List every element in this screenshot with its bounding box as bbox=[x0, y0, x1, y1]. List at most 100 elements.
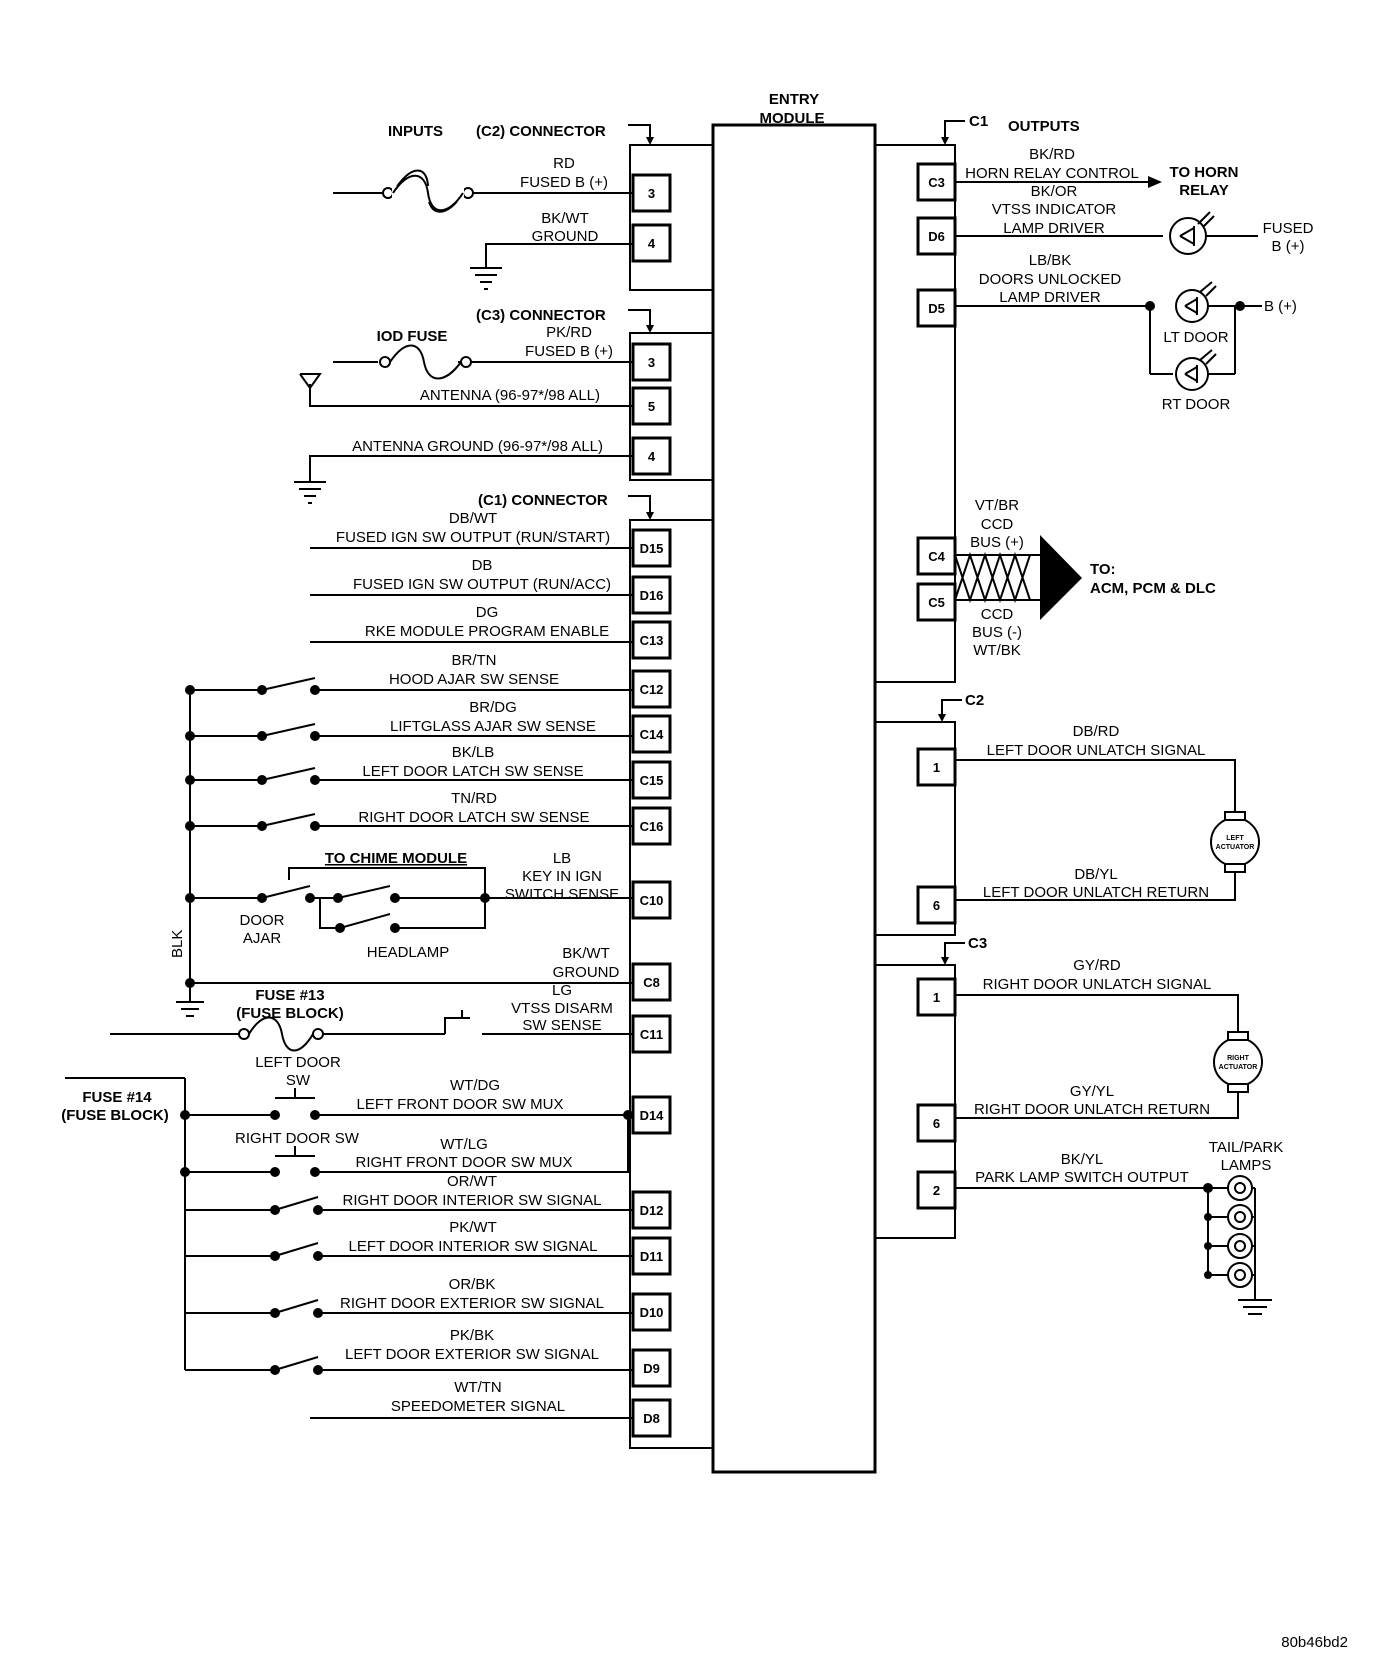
svg-text:BR/DG: BR/DG bbox=[469, 699, 517, 716]
pin-label: D16 bbox=[640, 588, 664, 603]
c1-connector-arrow bbox=[628, 495, 651, 516]
svg-text:WT/DG: WT/DG bbox=[450, 1077, 500, 1094]
svg-text:RKE MODULE PROGRAM ENABLE: RKE MODULE PROGRAM ENABLE bbox=[365, 623, 609, 640]
connector-pin bbox=[631, 962, 672, 1002]
lamp-filament-icon bbox=[1234, 1182, 1246, 1194]
right-labels: BK/RD HORN RELAY CONTROL TO HORN RELAY B… bbox=[965, 146, 1313, 1186]
svg-text:WT/LG: WT/LG bbox=[440, 1136, 488, 1153]
svg-text:RIGHT FRONT DOOR SW MUX: RIGHT FRONT DOOR SW MUX bbox=[356, 1154, 573, 1171]
connector-pin bbox=[631, 880, 672, 920]
figure-id: 80b46bd2 bbox=[1281, 1634, 1348, 1651]
svg-text:LEFT DOOR EXTERIOR SW SIGNAL: LEFT DOOR EXTERIOR SW SIGNAL bbox=[345, 1346, 599, 1363]
right-wires bbox=[954, 176, 1272, 1315]
svg-text:AJAR: AJAR bbox=[243, 930, 282, 947]
svg-text:BK/RD: BK/RD bbox=[1029, 146, 1075, 163]
svg-text:TN/RD: TN/RD bbox=[451, 790, 497, 807]
connector-pin bbox=[631, 575, 672, 615]
lamp-filament-icon bbox=[1234, 1211, 1246, 1223]
svg-text:KEY IN IGN: KEY IN IGN bbox=[522, 868, 602, 885]
svg-text:PK/WT: PK/WT bbox=[449, 1219, 497, 1236]
pin-label: D6 bbox=[928, 229, 945, 244]
inputs-heading: INPUTS bbox=[388, 123, 443, 140]
pin-label: C12 bbox=[640, 682, 664, 697]
svg-text:DB/RD: DB/RD bbox=[1073, 723, 1120, 740]
pin-label: C14 bbox=[640, 727, 665, 742]
svg-text:WT/BK: WT/BK bbox=[973, 642, 1021, 659]
pin-label: D14 bbox=[640, 1108, 665, 1123]
svg-text:SWITCH SENSE: SWITCH SENSE bbox=[505, 886, 619, 903]
svg-text:LEFT DOOR UNLATCH RETURN: LEFT DOOR UNLATCH RETURN bbox=[983, 884, 1209, 901]
pin-label: D8 bbox=[643, 1411, 660, 1426]
pin-label: C16 bbox=[640, 819, 664, 834]
connector-pin bbox=[916, 1103, 957, 1143]
svg-text:SW: SW bbox=[286, 1072, 311, 1089]
c2-output-label: C2 bbox=[965, 692, 984, 709]
svg-text:B (+): B (+) bbox=[1272, 238, 1305, 255]
svg-text:BUS (+): BUS (+) bbox=[970, 534, 1024, 551]
svg-text:SPEEDOMETER SIGNAL: SPEEDOMETER SIGNAL bbox=[391, 1398, 565, 1415]
svg-text:(FUSE BLOCK): (FUSE BLOCK) bbox=[61, 1107, 169, 1124]
pin-label: C3 bbox=[928, 175, 945, 190]
connector-pin bbox=[631, 620, 672, 660]
svg-text:ACM, PCM & DLC: ACM, PCM & DLC bbox=[1090, 580, 1216, 597]
svg-text:HOOD AJAR SW SENSE: HOOD AJAR SW SENSE bbox=[389, 671, 559, 688]
pin-label: 1 bbox=[933, 990, 940, 1005]
svg-text:TO:: TO: bbox=[1090, 561, 1116, 578]
svg-text:BK/WT: BK/WT bbox=[562, 945, 610, 962]
outputs-heading: OUTPUTS bbox=[1008, 118, 1080, 135]
svg-text:ACTUATOR: ACTUATOR bbox=[1216, 844, 1255, 851]
arrow-icon bbox=[941, 137, 949, 145]
svg-text:DG: DG bbox=[476, 604, 499, 621]
c2-output-arrow bbox=[941, 699, 962, 718]
svg-text:TAIL/PARK: TAIL/PARK bbox=[1209, 1139, 1283, 1156]
c2-connector-label: (C2) CONNECTOR bbox=[476, 123, 606, 140]
lamp-icon bbox=[1227, 1175, 1253, 1201]
connector-pin bbox=[916, 885, 957, 925]
c1-output-label: C1 bbox=[969, 113, 988, 130]
pin-label: D11 bbox=[640, 1249, 663, 1264]
svg-text:TO CHIME MODULE: TO CHIME MODULE bbox=[325, 850, 467, 867]
pin-label: D12 bbox=[640, 1203, 664, 1218]
svg-text:CCD: CCD bbox=[981, 516, 1014, 533]
svg-text:LAMPS: LAMPS bbox=[1221, 1157, 1272, 1174]
svg-text:GY/RD: GY/RD bbox=[1073, 957, 1121, 974]
pin-label: C13 bbox=[640, 633, 664, 648]
svg-text:VTSS DISARM: VTSS DISARM bbox=[511, 1000, 613, 1017]
svg-text:DB/YL: DB/YL bbox=[1074, 866, 1117, 883]
svg-text:BR/TN: BR/TN bbox=[452, 652, 497, 669]
connector-pin bbox=[631, 1236, 672, 1276]
connector-pin bbox=[916, 977, 957, 1017]
svg-text:RIGHT DOOR INTERIOR SW SIGNAL: RIGHT DOOR INTERIOR SW SIGNAL bbox=[343, 1192, 602, 1209]
pin-label: 6 bbox=[933, 1116, 940, 1131]
svg-text:RIGHT: RIGHT bbox=[1227, 1055, 1250, 1062]
c3-output-arrow bbox=[944, 942, 965, 961]
svg-text:WT/TN: WT/TN bbox=[454, 1379, 501, 1396]
pin-label: 6 bbox=[933, 898, 940, 913]
pin-label: 1 bbox=[933, 760, 940, 775]
pin-label: 3 bbox=[648, 355, 655, 370]
pin-label: 3 bbox=[648, 186, 655, 201]
pin-label: 4 bbox=[648, 449, 656, 464]
svg-text:ANTENNA (96-97*/98 ALL): ANTENNA (96-97*/98 ALL) bbox=[420, 387, 600, 404]
pin-label: D5 bbox=[928, 301, 945, 316]
connector-pin bbox=[631, 669, 672, 709]
pin-label: C10 bbox=[640, 893, 664, 908]
left-labels: RD FUSED B (+) BK/WT GROUND IOD FUSE PK/… bbox=[61, 155, 619, 1415]
svg-text:ACTUATOR: ACTUATOR bbox=[1219, 1064, 1258, 1071]
svg-text:LAMP DRIVER: LAMP DRIVER bbox=[1003, 220, 1105, 237]
svg-text:PARK LAMP SWITCH OUTPUT: PARK LAMP SWITCH OUTPUT bbox=[975, 1169, 1189, 1186]
svg-text:BK/WT: BK/WT bbox=[541, 210, 589, 227]
svg-text:RIGHT DOOR UNLATCH SIGNAL: RIGHT DOOR UNLATCH SIGNAL bbox=[983, 976, 1212, 993]
module-title: ENTRY bbox=[769, 91, 819, 108]
c1-output-bracket bbox=[875, 144, 956, 683]
svg-text:HORN RELAY CONTROL: HORN RELAY CONTROL bbox=[965, 165, 1139, 182]
c3-connector-label: (C3) CONNECTOR bbox=[476, 307, 606, 324]
svg-text:BLK: BLK bbox=[169, 930, 186, 958]
connector-pin bbox=[916, 582, 957, 622]
pin-label: 5 bbox=[648, 399, 655, 414]
arrow-icon bbox=[938, 714, 946, 722]
svg-text:PK/BK: PK/BK bbox=[450, 1327, 494, 1344]
pin-label: D15 bbox=[640, 541, 664, 556]
svg-text:RD: RD bbox=[553, 155, 575, 172]
arrow-icon bbox=[646, 137, 654, 145]
